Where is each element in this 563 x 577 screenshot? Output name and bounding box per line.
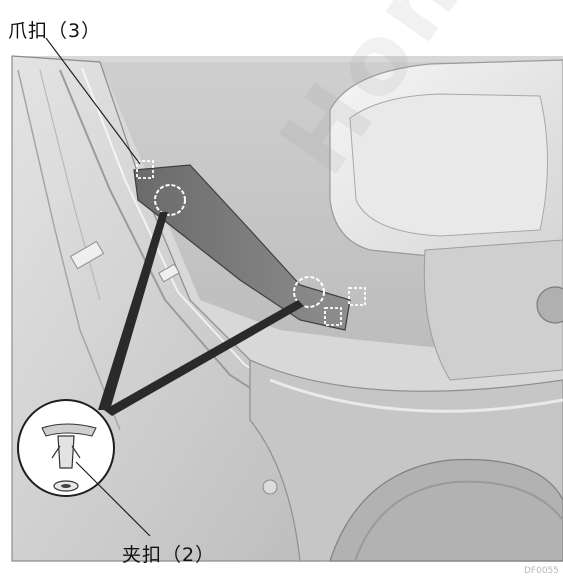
detail-clip-head <box>41 423 97 437</box>
door-bracket-2 <box>158 263 180 283</box>
detail-clip-prong <box>51 445 81 459</box>
seat-cushion <box>349 93 548 237</box>
figure-code: DF0055 <box>523 566 559 576</box>
seat-side <box>423 239 563 381</box>
sill-highlight <box>269 378 563 413</box>
detail-clip-body <box>57 435 75 469</box>
door-frame-line <box>17 69 121 431</box>
clip-leader <box>75 461 151 537</box>
claw-clip-marker-2 <box>348 287 366 306</box>
claw-clip-marker-3 <box>324 307 342 326</box>
clip-marker-2 <box>293 276 325 308</box>
claw-clip-leader <box>45 37 141 165</box>
detail-wedge-2 <box>104 300 304 416</box>
round-access-hole <box>536 286 563 324</box>
claw-clip-label: 爪扣（3） <box>8 20 102 42</box>
claw-clip-marker-1 <box>136 160 154 179</box>
wheel-arch-inner <box>354 480 563 562</box>
detail-wedge-1 <box>98 212 168 410</box>
clip-label: 夹扣（2） <box>122 544 216 566</box>
door-bracket <box>69 240 105 270</box>
grommet <box>262 479 278 495</box>
clip-marker-1 <box>154 184 186 216</box>
detail-mount-hole-inner <box>61 484 71 488</box>
door-frame-line-2 <box>39 69 101 301</box>
